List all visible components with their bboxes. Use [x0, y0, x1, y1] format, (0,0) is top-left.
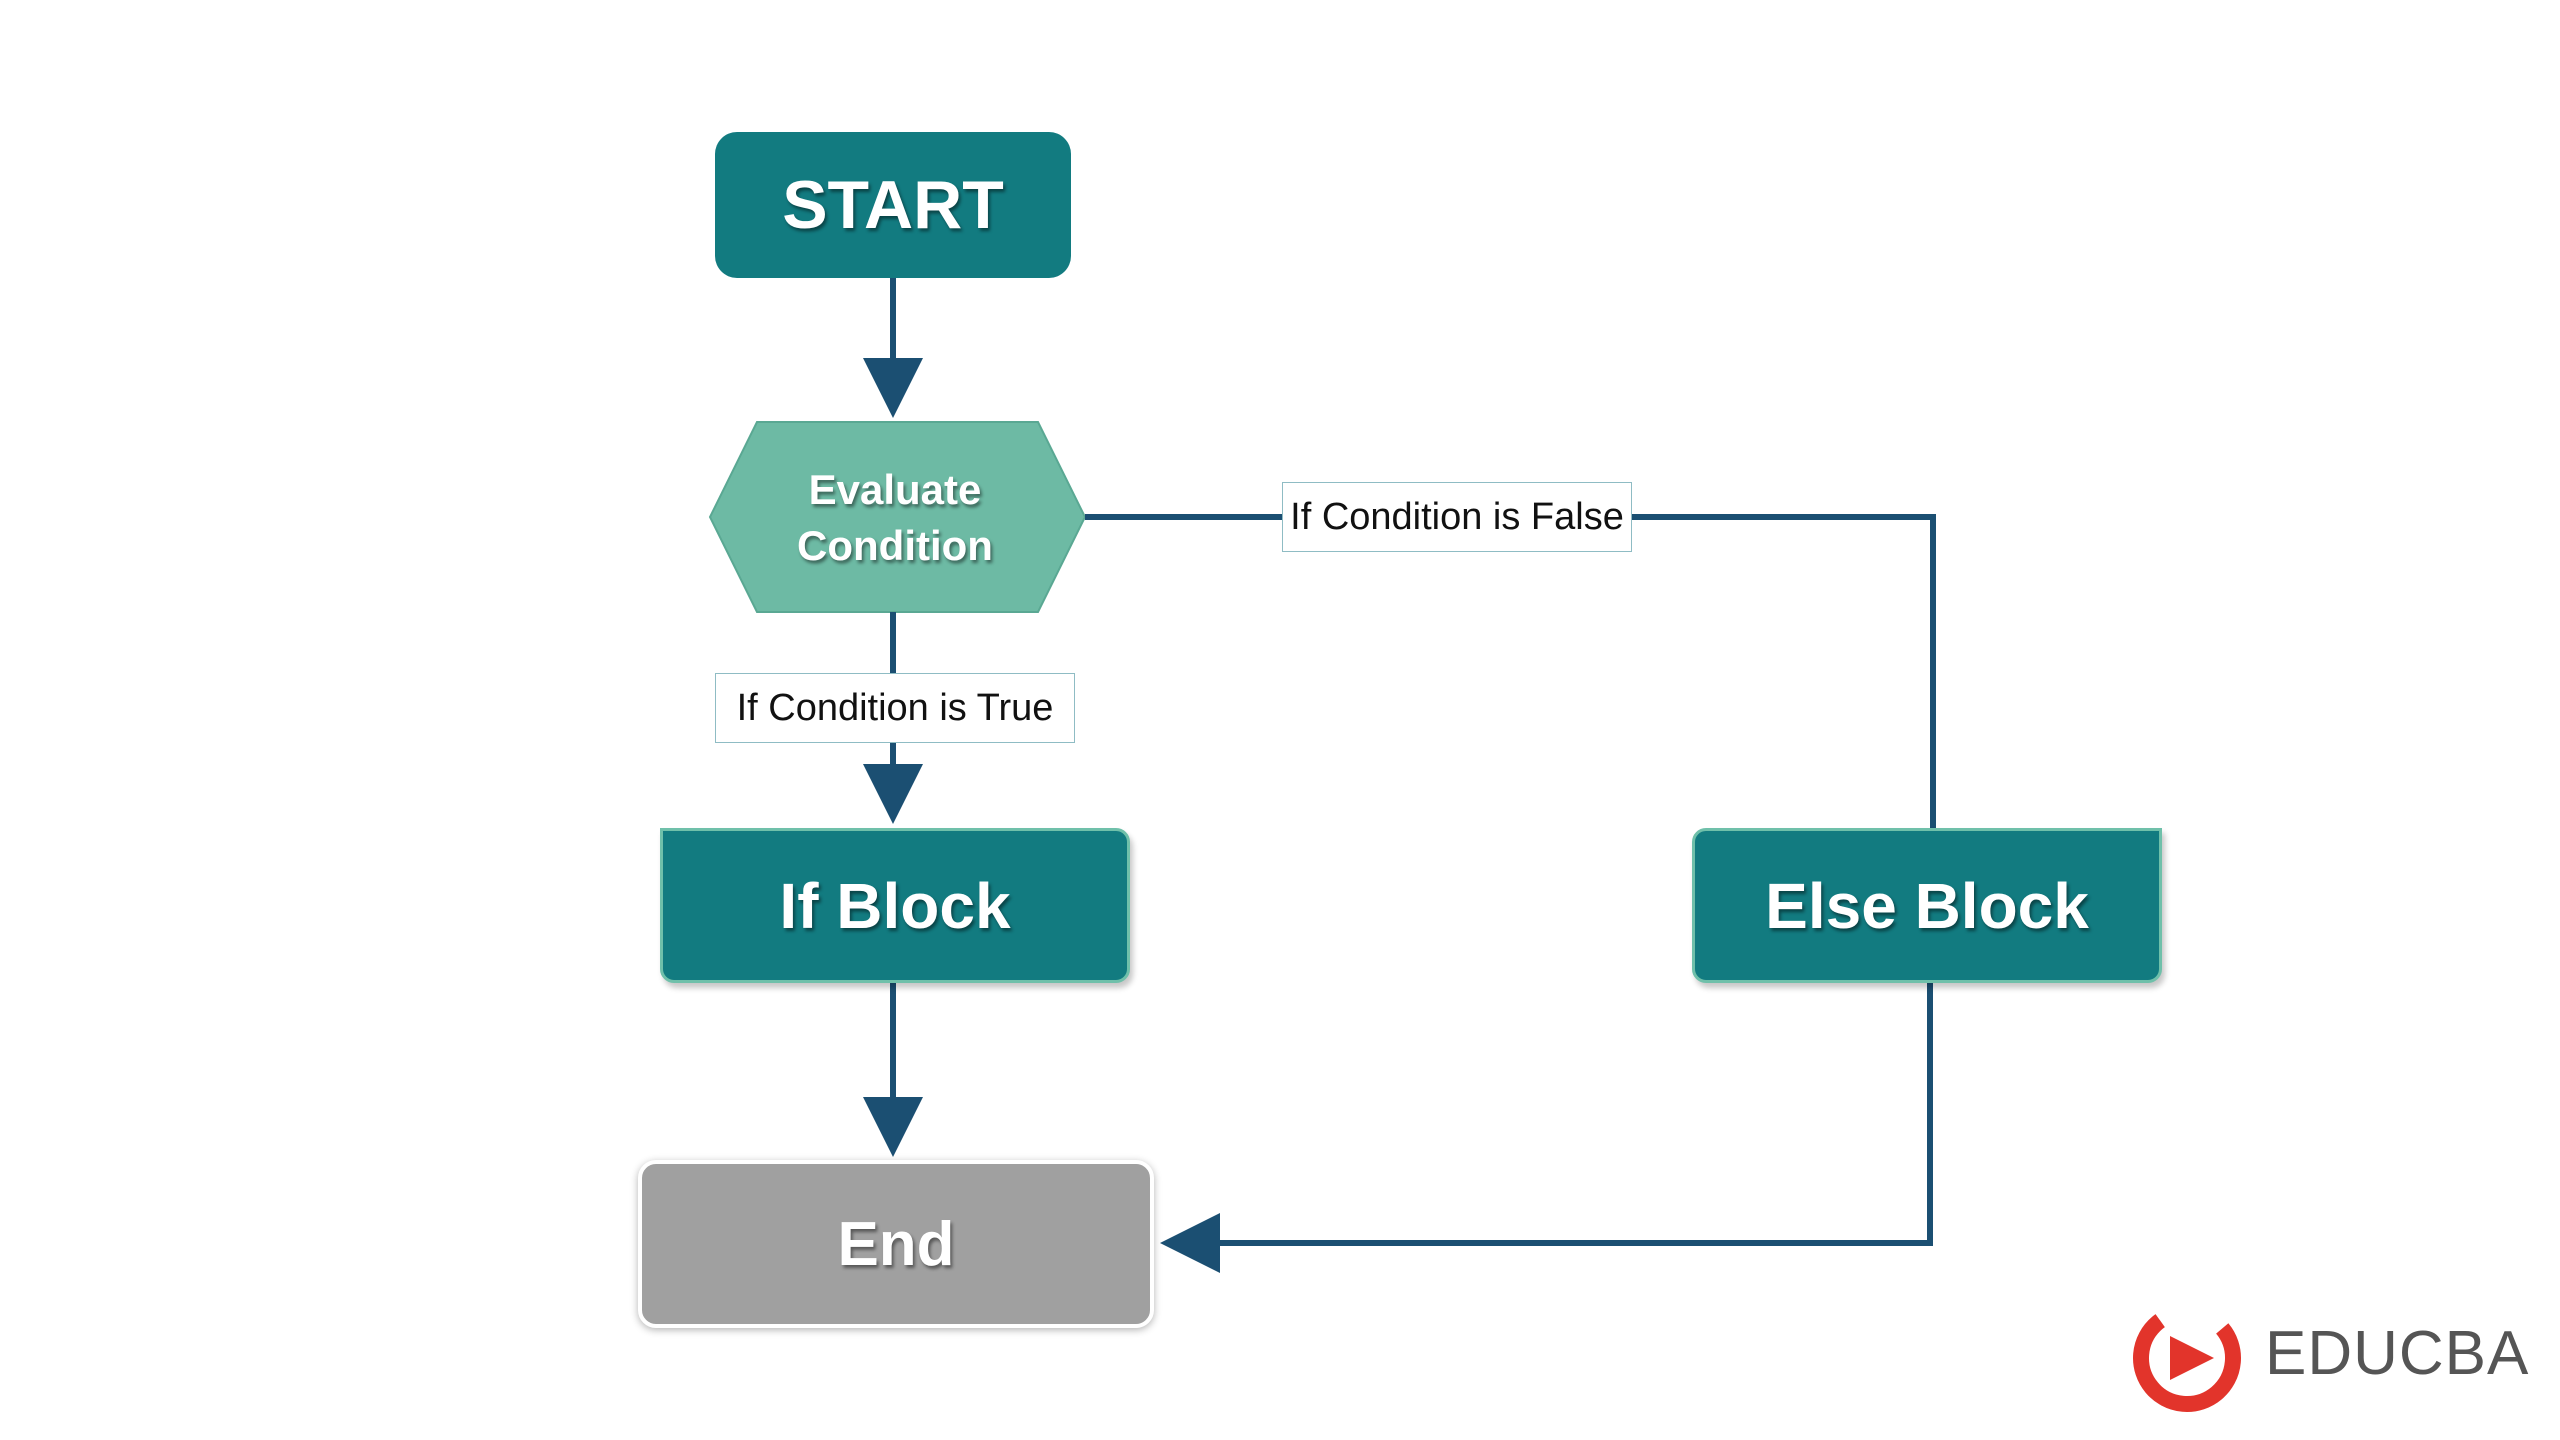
else-block-node: Else Block [1692, 828, 2162, 983]
if-block-node: If Block [660, 828, 1130, 983]
decision-hexagon [708, 421, 1087, 613]
decision-node-label: Evaluate Condition [797, 465, 993, 569]
start-node: START [715, 132, 1071, 278]
edge-label-false-to-else-block [1632, 514, 1936, 828]
edge-else-block-to-end [1160, 983, 1933, 1273]
edge-label-true: If Condition is True [715, 673, 1075, 743]
educba-logo-icon [2133, 1304, 2241, 1412]
educba-logo-text: EDUCBA [2265, 1319, 2530, 1388]
edge-label-false: If Condition is False [1282, 482, 1632, 552]
end-node: End [638, 1160, 1154, 1328]
